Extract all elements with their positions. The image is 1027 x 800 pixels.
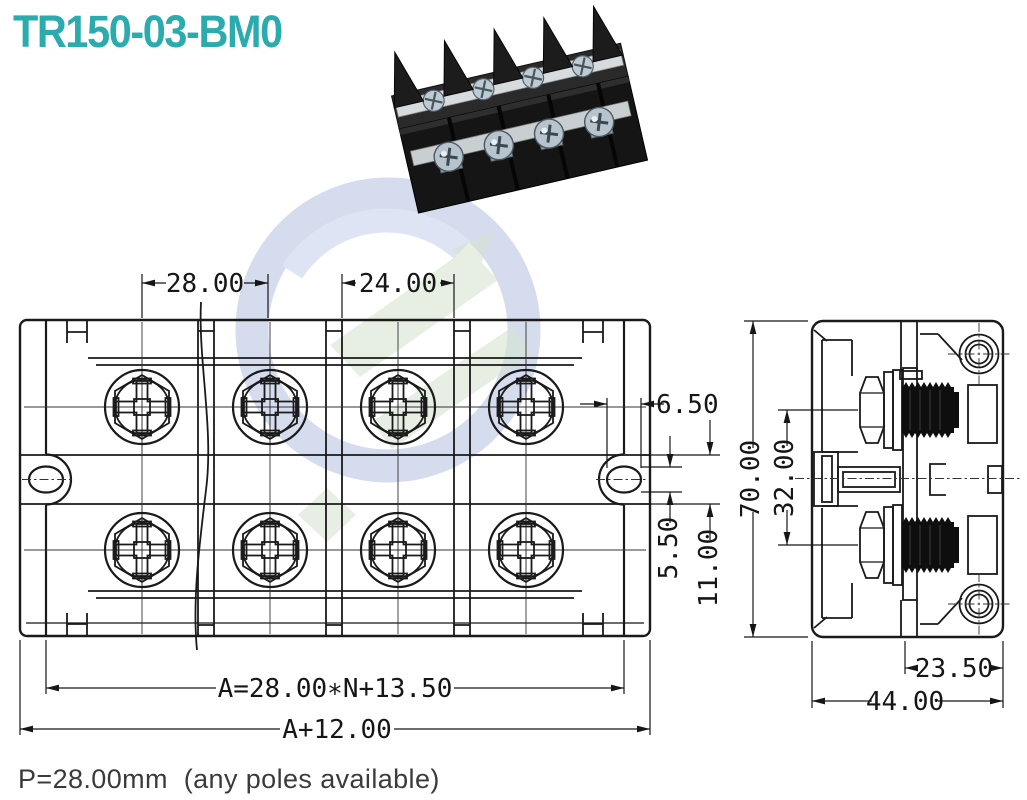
product-photo: [390, 4, 649, 214]
right-mounting-slot: [605, 465, 643, 494]
dim-bolt-span: 32.00: [770, 439, 800, 517]
dim-center-to-edge: 23.50: [915, 654, 993, 684]
dim-overall-length: A+12.00: [282, 715, 392, 745]
pitch-note: P=28.00mm (any poles available): [18, 764, 440, 794]
part-number-title: TR150-03-BM0: [13, 6, 283, 57]
dim-formula-length: A=28.00∗N+13.50: [218, 674, 453, 704]
dim-width: 44.00: [866, 687, 944, 717]
break-line: [194, 301, 210, 651]
dimensions: 28.00 24.00 6.50 5.50 11.00 A=28.00∗N+13…: [19, 269, 1004, 745]
front-view: [18, 301, 652, 651]
watermark-logo: [235, 177, 541, 542]
dim-pitch: 28.00: [166, 269, 244, 299]
dim-height: 70.00: [736, 440, 766, 518]
dim-slot-width: 6.50: [656, 390, 719, 420]
dim-slot-height: 5.50: [654, 517, 684, 580]
dim-cell-width: 24.00: [359, 269, 437, 299]
side-view: [795, 319, 1020, 639]
dim-band-height: 11.00: [694, 529, 724, 607]
front-screws: [433, 106, 615, 174]
back-screws: [422, 55, 594, 112]
terminal-strip-section: [902, 367, 918, 601]
barrier-fins: [393, 4, 624, 109]
